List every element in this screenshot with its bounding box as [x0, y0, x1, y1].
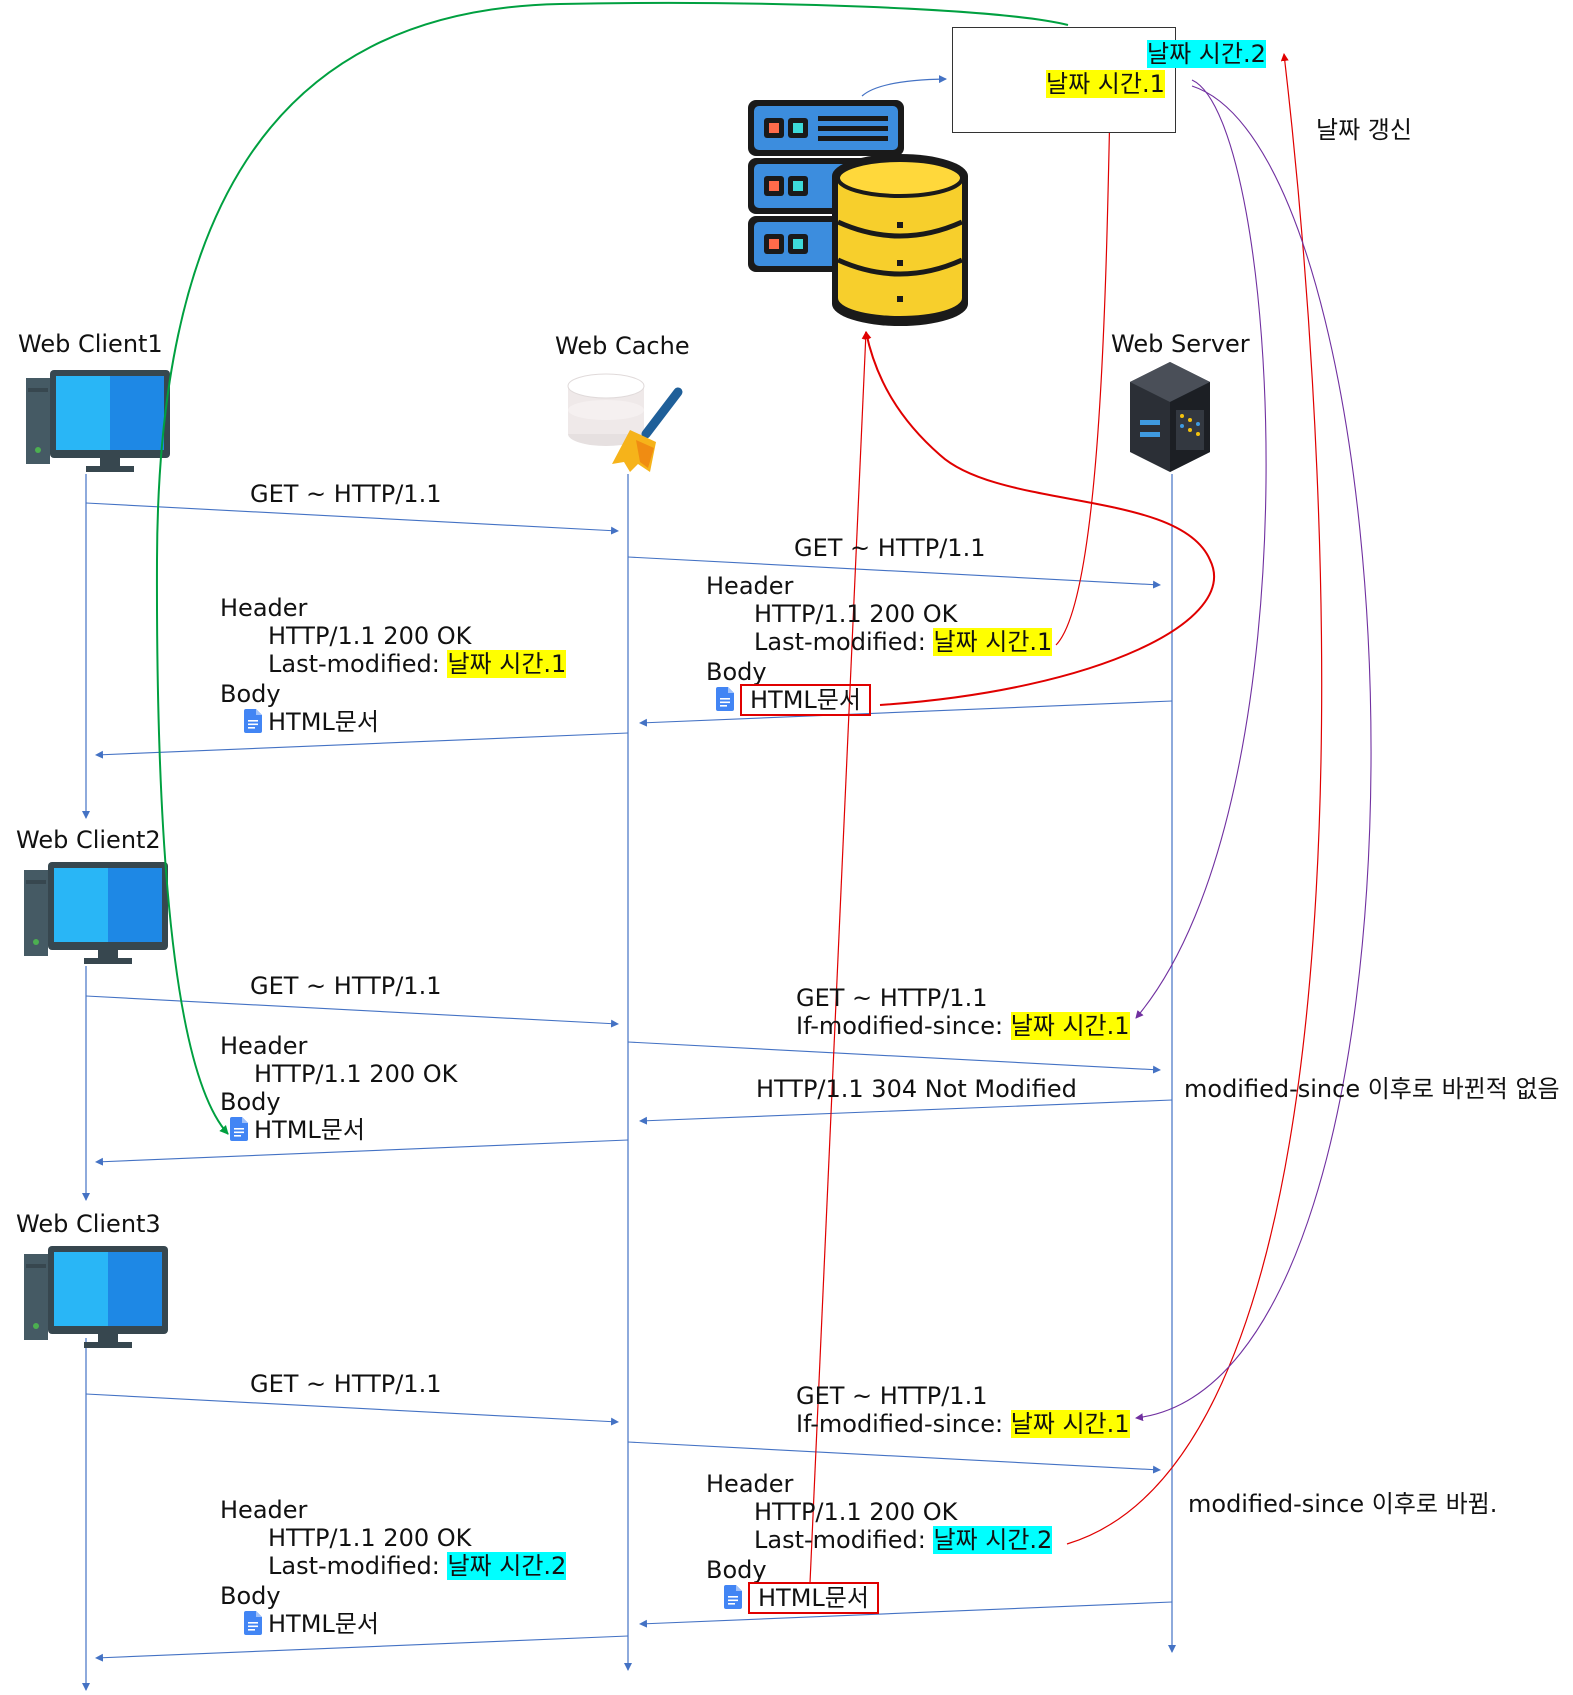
flow3-ims-val: 날짜 시간.1 [1010, 1410, 1130, 1438]
purple-arrows [1135, 79, 1372, 1422]
flow1-server-doc: HTML문서 [740, 684, 871, 716]
cached-doc-reuse-arrow [155, 1, 1069, 1135]
flow3-cache-get: GET ~ HTTP/1.1 [796, 1382, 988, 1410]
flow2-cache-doc: HTML문서 [254, 1116, 365, 1144]
doc-date2: 날짜 시간.2 [1147, 40, 1266, 68]
flow1-cache-lm-val: 날짜 시간.1 [447, 650, 567, 678]
client1-computer-icon [26, 370, 170, 472]
flow1-server-header: Header [706, 572, 794, 600]
msg3-client-to-cache [85, 1393, 619, 1426]
flow3-cache-doc: HTML문서 [268, 1610, 379, 1638]
not-modified-note: modified-since 이후로 바뀐적 없음 [1184, 1075, 1560, 1103]
flow3-server-body: Body [706, 1556, 767, 1584]
document-icon [244, 709, 262, 733]
flow1-cache-doc: HTML문서 [268, 708, 379, 736]
flow2-cache-header: Header [220, 1032, 308, 1060]
flow2-ims-val: 날짜 시간.1 [1010, 1012, 1130, 1040]
messages [85, 502, 1173, 1662]
client3-computer-icon [24, 1246, 168, 1348]
server-database-icon [748, 100, 968, 326]
flow1-cache-get: GET ~ HTTP/1.1 [794, 534, 986, 562]
flow1-cache-status: HTTP/1.1 200 OK [268, 622, 472, 650]
flow1-cache-lm-key: Last-modified: [268, 650, 440, 678]
html-doc-to-db-arrow [863, 331, 1216, 706]
flow1-cache-header: Header [220, 594, 308, 622]
flow3-server-lm-key: Last-modified: [754, 1526, 926, 1554]
client2-computer-icon [24, 862, 168, 964]
cache-broom-icon [567, 373, 683, 472]
flow2-cache-status: HTTP/1.1 200 OK [254, 1060, 458, 1088]
document-icon [230, 1117, 248, 1141]
document-icon [724, 1585, 742, 1609]
flow2-cache-get: GET ~ HTTP/1.1 [796, 984, 988, 1012]
client1-label: Web Client1 [18, 330, 163, 358]
modified-note: modified-since 이후로 바뀜. [1188, 1490, 1498, 1518]
red-arrows [809, 53, 1323, 1584]
msg2-cache-to-client [95, 1139, 629, 1166]
flow3-server-doc: HTML문서 [748, 1582, 879, 1614]
flow3-cache-lm-key: Last-modified: [268, 1552, 440, 1580]
flow3-server-lm-val: 날짜 시간.2 [933, 1526, 1053, 1554]
msg3-cache-to-client [95, 1635, 629, 1662]
server-label: Web Server [1111, 330, 1250, 358]
msg1-client-to-cache [85, 502, 619, 535]
flow1-server-lm-key: Last-modified: [754, 628, 926, 656]
lifelines [82, 474, 1176, 1691]
flow1-server-body: Body [706, 658, 767, 686]
client2-label: Web Client2 [16, 826, 161, 854]
flow1-server-status: HTTP/1.1 200 OK [754, 600, 958, 628]
server-rack-icon [1130, 362, 1210, 472]
db-to-doc-arrow [861, 75, 947, 97]
html-doc3-to-db-arrow [809, 331, 870, 1584]
flow1-cache-body: Body [220, 680, 281, 708]
flow3-cache-header: Header [220, 1496, 308, 1524]
flow2-server-304: HTTP/1.1 304 Not Modified [756, 1075, 1077, 1103]
msg2-server-to-cache [639, 1099, 1173, 1125]
flow3-server-header: Header [706, 1470, 794, 1498]
doc-date1: 날짜 시간.1 [1046, 70, 1165, 98]
flow2-ims-key: If-modified-since: [796, 1012, 1004, 1040]
lastmod1-to-doc-arrow [1055, 103, 1114, 646]
flow3-server-status: HTTP/1.1 200 OK [754, 1498, 958, 1526]
msg1-cache-to-client [95, 732, 629, 759]
msg3-server-to-cache [639, 1601, 1173, 1628]
document-icon [244, 1611, 262, 1635]
date-update-arrow [1066, 53, 1323, 1545]
flow3-cache-status: HTTP/1.1 200 OK [268, 1524, 472, 1552]
cache-label: Web Cache [555, 332, 690, 360]
client3-label: Web Client3 [16, 1210, 161, 1238]
flow3-cache-body: Body [220, 1582, 281, 1610]
flow3-client-get: GET ~ HTTP/1.1 [250, 1370, 442, 1398]
document-icon [716, 687, 734, 711]
flow3-ims-key: If-modified-since: [796, 1410, 1004, 1438]
msg2-client-to-cache [85, 995, 619, 1028]
doc-date1-to-ims1-arrow [1135, 79, 1267, 1019]
msg3-cache-to-server [627, 1441, 1161, 1474]
flow2-cache-body: Body [220, 1088, 281, 1116]
doc-date1-to-ims2-arrow [1135, 85, 1372, 1422]
msg2-cache-to-server [627, 1041, 1161, 1074]
flow1-server-lm-val: 날짜 시간.1 [933, 628, 1053, 656]
flow2-client-get: GET ~ HTTP/1.1 [250, 972, 442, 1000]
flow3-cache-lm-val: 날짜 시간.2 [447, 1552, 567, 1580]
msg1-server-to-cache [639, 700, 1173, 727]
msg1-cache-to-server [627, 556, 1161, 589]
date-update-note: 날짜 갱신 [1316, 116, 1412, 144]
flow1-client-get: GET ~ HTTP/1.1 [250, 480, 442, 508]
